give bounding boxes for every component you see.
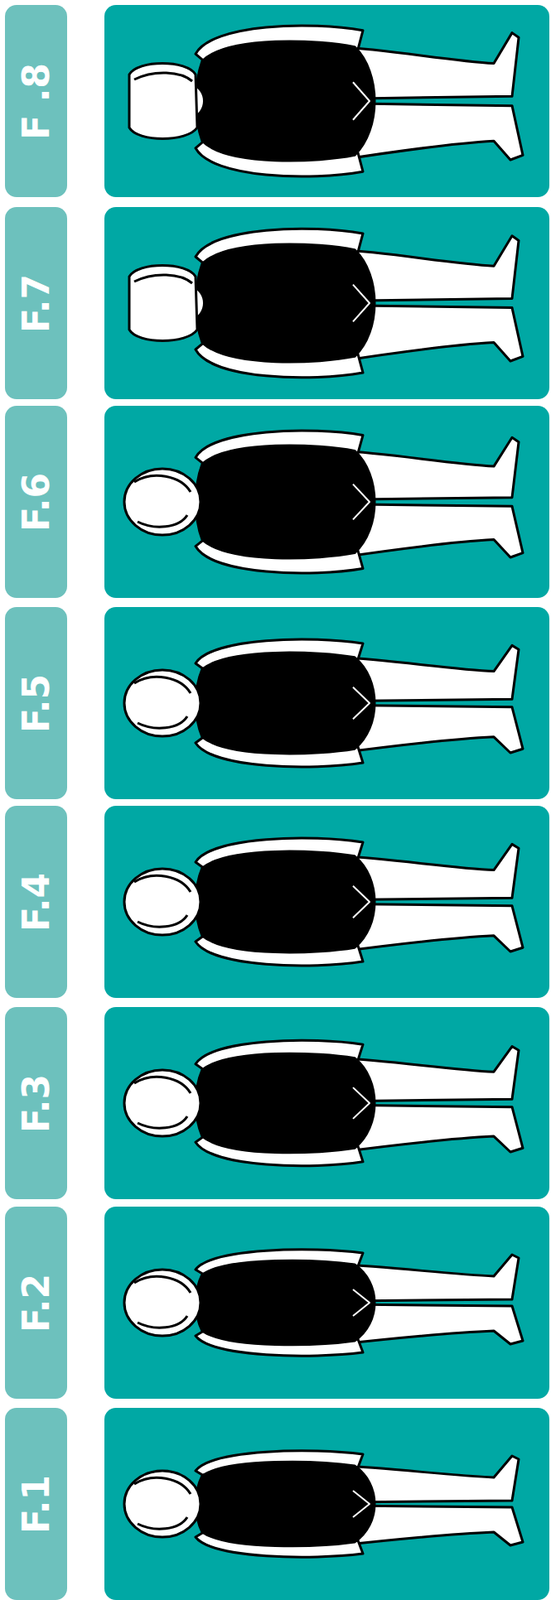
figure-label: F.5: [14, 674, 58, 734]
body-figure: [104, 806, 550, 999]
figure-label: F.7: [14, 274, 58, 334]
figure-panel: [104, 1207, 550, 1400]
figure-panel: [104, 207, 550, 400]
label-tab: F.7: [4, 207, 68, 400]
label-tab: F.4: [4, 806, 68, 999]
figure-label: F.6: [14, 473, 58, 532]
figure-label: F.2: [14, 1274, 58, 1334]
body-figure: [104, 406, 550, 599]
figure-label: F.3: [14, 1074, 58, 1134]
body-figure: [104, 1408, 550, 1600]
body-figure: [104, 1007, 550, 1200]
figure-panel: [104, 806, 550, 999]
body-figure: [104, 1207, 550, 1400]
label-tab: F.3: [4, 1007, 68, 1200]
figure-label: F.1: [14, 1475, 58, 1535]
body-figure: [104, 207, 550, 400]
label-tab: F .8: [4, 4, 68, 198]
figure-panel: [104, 1007, 550, 1200]
label-tab: F.1: [4, 1408, 68, 1600]
body-figure: [104, 607, 550, 800]
figure-label: F.4: [14, 873, 58, 933]
label-tab: F.2: [4, 1207, 68, 1400]
figure-panel: [104, 607, 550, 800]
figure-panel: [104, 1408, 550, 1600]
body-figure: [104, 4, 550, 198]
figure-panel: [104, 4, 550, 198]
label-tab: F.5: [4, 607, 68, 800]
figure-panel: [104, 406, 550, 599]
label-tab: F.6: [4, 406, 68, 599]
figure-label: F .8: [14, 62, 58, 141]
